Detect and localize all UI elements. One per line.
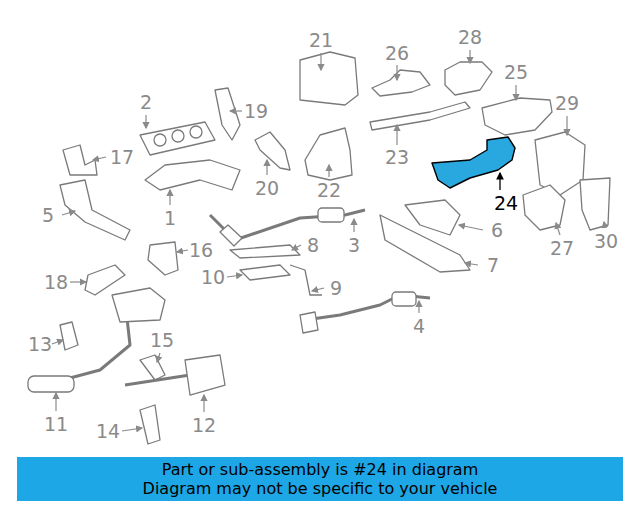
callout-number: 12 [192, 416, 216, 435]
callout-number: 28 [458, 28, 482, 47]
callout-number: 4 [413, 317, 425, 336]
callout-number: 3 [348, 236, 360, 255]
band-text: Part or sub-assembly is #24 in diagram [162, 460, 479, 479]
callout-number: 23 [385, 148, 409, 167]
callout-number: 7 [487, 256, 499, 275]
callout-number: 9 [330, 279, 342, 298]
callout-number: 24 [494, 194, 518, 213]
callout-number: 6 [491, 221, 503, 240]
callout-number: 11 [44, 415, 68, 434]
callout-number: 17 [110, 148, 134, 167]
callout-number: 25 [504, 63, 528, 82]
band-text: Diagram may not be specific to your vehi… [143, 479, 498, 498]
callout-number: 29 [555, 94, 579, 113]
callout-number: 27 [550, 239, 574, 258]
callout-number: 13 [28, 335, 52, 354]
callout-number: 5 [42, 206, 54, 225]
callout-number: 30 [594, 232, 618, 251]
callout-number: 15 [150, 331, 174, 350]
callout-number: 22 [317, 181, 341, 200]
callout-number: 16 [189, 241, 213, 260]
callout-number: 8 [307, 236, 319, 255]
callout-number: 26 [385, 44, 409, 63]
callout-number: 20 [255, 179, 279, 198]
callout-number: 2 [140, 93, 152, 112]
callout-number: 19 [244, 102, 268, 121]
callout-number: 14 [96, 422, 120, 441]
callout-number: 21 [309, 31, 333, 50]
callout-number: 1 [164, 209, 176, 228]
info-band: Part or sub-assembly is #24 in diagramDi… [17, 457, 623, 501]
callout-number: 10 [201, 268, 225, 287]
callout-number: 18 [44, 273, 68, 292]
